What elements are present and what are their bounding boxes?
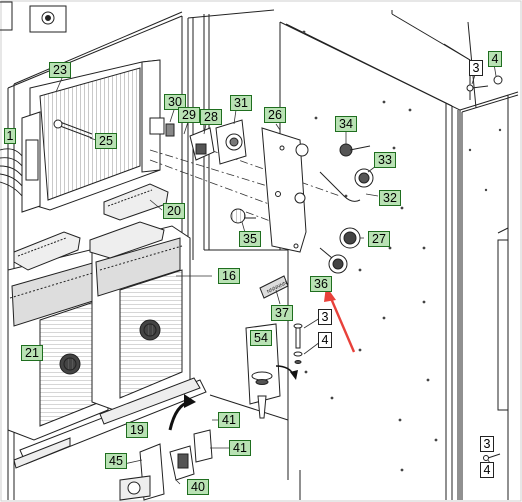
callout-34: 34 xyxy=(335,116,357,132)
callout-3-screw: 3 xyxy=(318,309,332,325)
switch-34 xyxy=(339,143,371,157)
callout-28: 28 xyxy=(200,109,222,125)
callout-54: 54 xyxy=(250,330,272,346)
callout-26: 26 xyxy=(264,107,286,123)
callout-41-upper: 41 xyxy=(218,412,240,428)
connector-20 xyxy=(103,183,169,221)
callout-4-washer: 4 xyxy=(318,332,332,348)
pushbutton-36 xyxy=(319,247,348,274)
mounting-holes xyxy=(302,30,502,472)
callout-30: 30 xyxy=(164,94,186,110)
callout-31: 31 xyxy=(230,95,252,111)
gland-35 xyxy=(230,208,256,224)
callout-29: 29 xyxy=(178,107,200,123)
cable-bundle xyxy=(0,148,23,197)
callout-4-top: 4 xyxy=(488,51,502,67)
door-frame xyxy=(204,10,519,500)
breaker-28 xyxy=(189,127,215,161)
drive-module-21 xyxy=(7,249,109,441)
callout-21: 21 xyxy=(21,345,43,361)
connector-mid xyxy=(89,221,165,259)
callout-41-lower: 41 xyxy=(229,440,251,456)
callout-16: 16 xyxy=(218,268,240,284)
screws-3-4 xyxy=(293,75,503,461)
connector-left xyxy=(13,231,81,271)
drive-module-16 xyxy=(91,225,191,411)
switch-30-29 xyxy=(149,117,175,137)
bracket-26 xyxy=(261,127,309,253)
callout-3-top: 3 xyxy=(469,60,483,76)
callout-35: 35 xyxy=(239,231,261,247)
callout-19: 19 xyxy=(126,422,148,438)
screw-25 xyxy=(53,119,93,139)
callout-23: 23 xyxy=(49,62,71,78)
rotation-arrow-head xyxy=(184,394,196,408)
callout-4-bottom: 4 xyxy=(480,462,494,478)
mounting-rail-19 xyxy=(13,377,207,469)
label-plate-37: NNNNNN xyxy=(259,275,289,299)
callout-37: 37 xyxy=(271,305,293,321)
callout-25: 25 xyxy=(95,133,117,149)
red-arrow-shaft xyxy=(328,295,356,353)
knob-33 xyxy=(319,168,374,202)
callout-1-partial: 1 xyxy=(4,128,16,144)
bottom-parts xyxy=(119,429,213,501)
callout-20: 20 xyxy=(163,203,185,219)
alignment-lines xyxy=(149,149,341,233)
pushbutton-27 xyxy=(339,227,361,249)
callout-36: 36 xyxy=(310,276,332,292)
callout-3-bottom: 3 xyxy=(480,436,494,452)
callout-32: 32 xyxy=(379,190,401,206)
callout-45: 45 xyxy=(105,453,127,469)
callout-33: 33 xyxy=(374,152,396,168)
callout-40: 40 xyxy=(187,479,209,495)
connector-31 xyxy=(215,119,247,165)
callout-27: 27 xyxy=(368,231,390,247)
